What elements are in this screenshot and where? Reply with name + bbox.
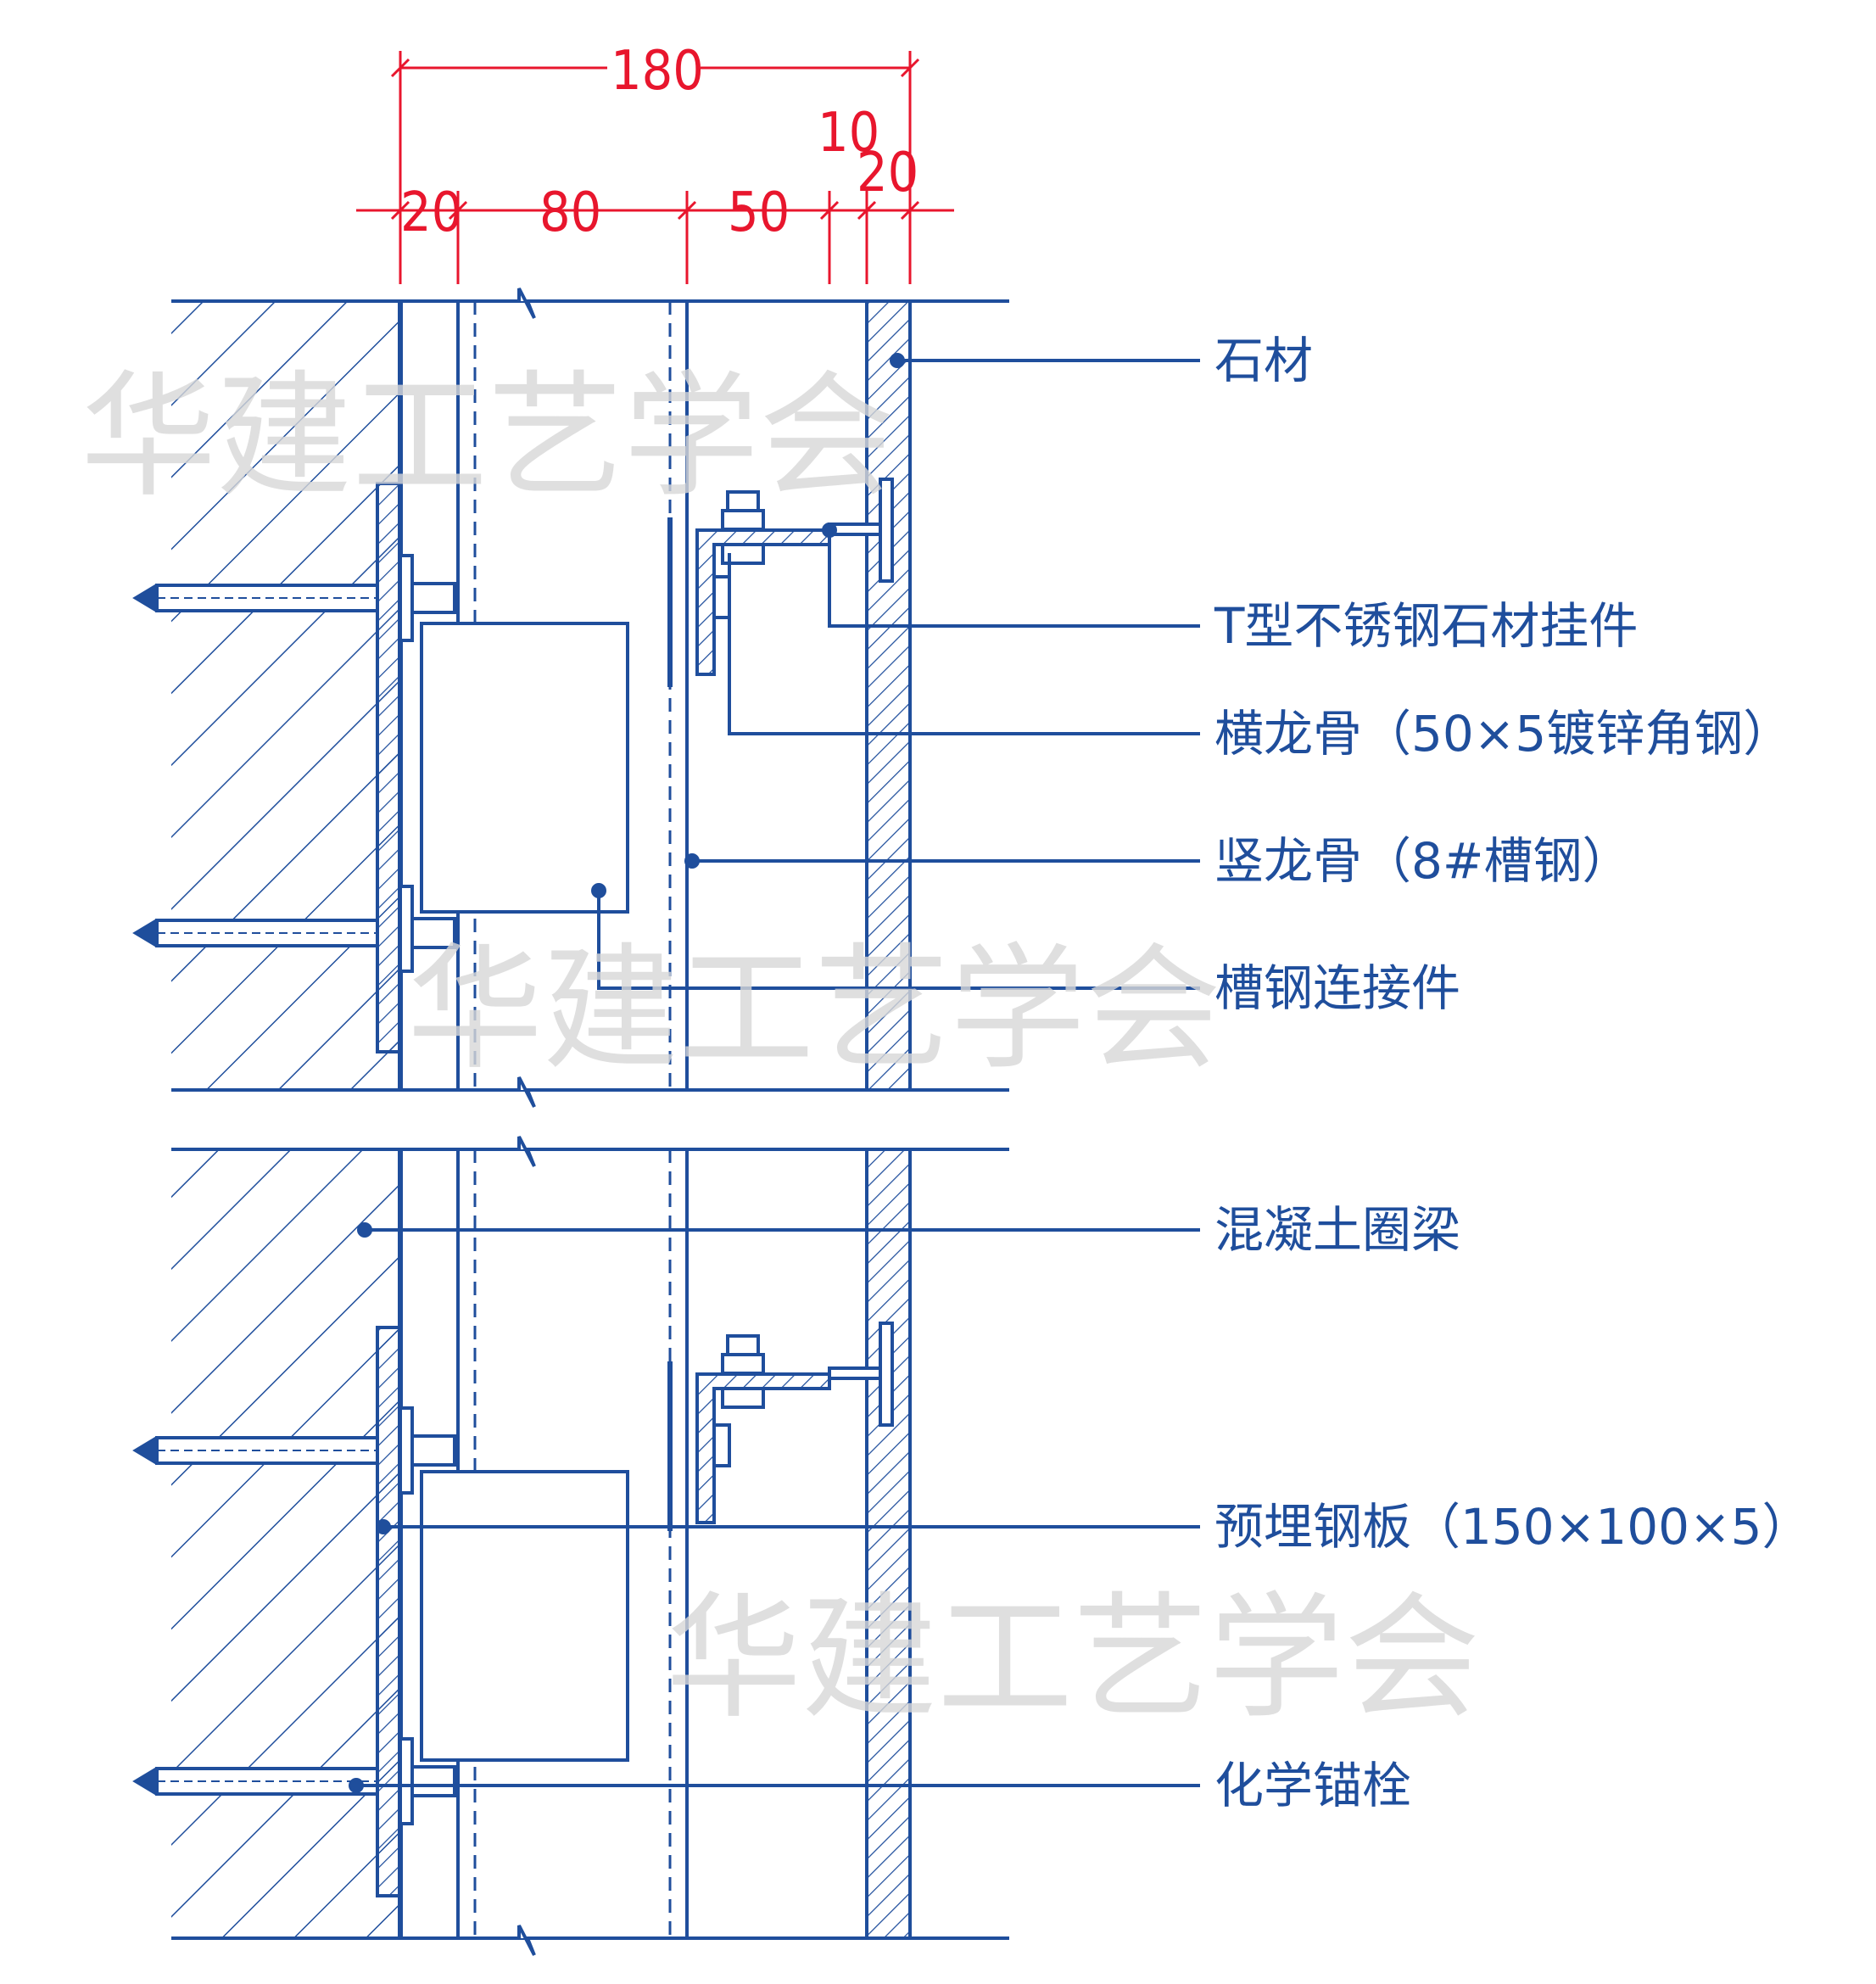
anchor-lower-2: [132, 1737, 456, 1825]
watermark-2: 华建工艺学会: [407, 930, 1221, 1088]
leader-channel-connector: [597, 891, 1200, 990]
channel-connector-upper: [420, 622, 629, 914]
dim-10: 10: [818, 102, 879, 165]
concrete-wall-upper: [171, 301, 400, 1090]
dim-20b: 20: [857, 142, 918, 204]
anchor-upper-1: [132, 554, 456, 642]
label-horizontal-keel: 横龙骨（50×5镀锌角钢）: [1214, 705, 1792, 763]
watermark-3: 华建工艺学会: [666, 1579, 1480, 1737]
tick: [390, 58, 410, 78]
label-concrete-beam: 混凝土圈梁: [1214, 1201, 1460, 1259]
break-mark: [517, 288, 536, 319]
t-hanger-upper: [828, 478, 894, 583]
label-t-hanger: T型不锈钢石材挂件: [1214, 597, 1638, 655]
dim-80: 80: [539, 182, 601, 244]
upper-section: [132, 288, 1009, 1108]
break-mark: [517, 1076, 536, 1108]
label-chemical-anchor: 化学锚栓: [1214, 1757, 1411, 1814]
label-vertical-keel: 竖龙骨（8#槽钢）: [1214, 832, 1632, 890]
label-stone: 石材: [1214, 332, 1313, 389]
t-hanger-lower: [828, 1322, 894, 1427]
concrete-wall-lower: [171, 1149, 400, 1938]
tick: [390, 200, 410, 221]
leader-lines: [349, 353, 1200, 1793]
labels: 石材 T型不锈钢石材挂件 横龙骨（50×5镀锌角钢） 竖龙骨（8#槽钢） 槽钢连…: [1214, 332, 1812, 1814]
tick: [677, 200, 697, 221]
label-channel-connector: 槽钢连接件: [1214, 959, 1460, 1017]
embedded-plate-upper: [376, 482, 402, 1053]
dim-180: 180: [611, 40, 704, 103]
stone-panel-lower: [865, 1148, 912, 1940]
tick: [900, 200, 920, 221]
tick: [857, 200, 877, 221]
stone-panel-upper: [865, 299, 912, 1092]
anchor-lower-1: [132, 1406, 456, 1495]
tick: [448, 200, 468, 221]
break-mark: [517, 1136, 536, 1167]
channel-connector-lower: [420, 1470, 629, 1762]
dim-50: 50: [728, 182, 790, 244]
bolt-lower: [712, 1334, 765, 1467]
label-embedded-plate: 预埋钢板（150×100×5）: [1214, 1498, 1812, 1556]
anchor-upper-2: [132, 885, 456, 973]
dim-20a: 20: [400, 182, 462, 244]
lower-section: [132, 1136, 1009, 1956]
bolt-upper: [712, 490, 765, 619]
break-mark: [517, 1925, 536, 1956]
tick: [900, 58, 920, 78]
dimension-texts: 180 20 80 50 10 20: [400, 36, 918, 244]
watermark-1: 华建工艺学会: [81, 357, 895, 516]
leader-horizontal-keel: [728, 553, 1200, 735]
embedded-plate-lower: [376, 1326, 402, 1897]
watermarks: 华建工艺学会 华建工艺学会 华建工艺学会: [81, 357, 1480, 1737]
tick: [819, 200, 840, 221]
leader-t-hanger: [828, 530, 1200, 628]
